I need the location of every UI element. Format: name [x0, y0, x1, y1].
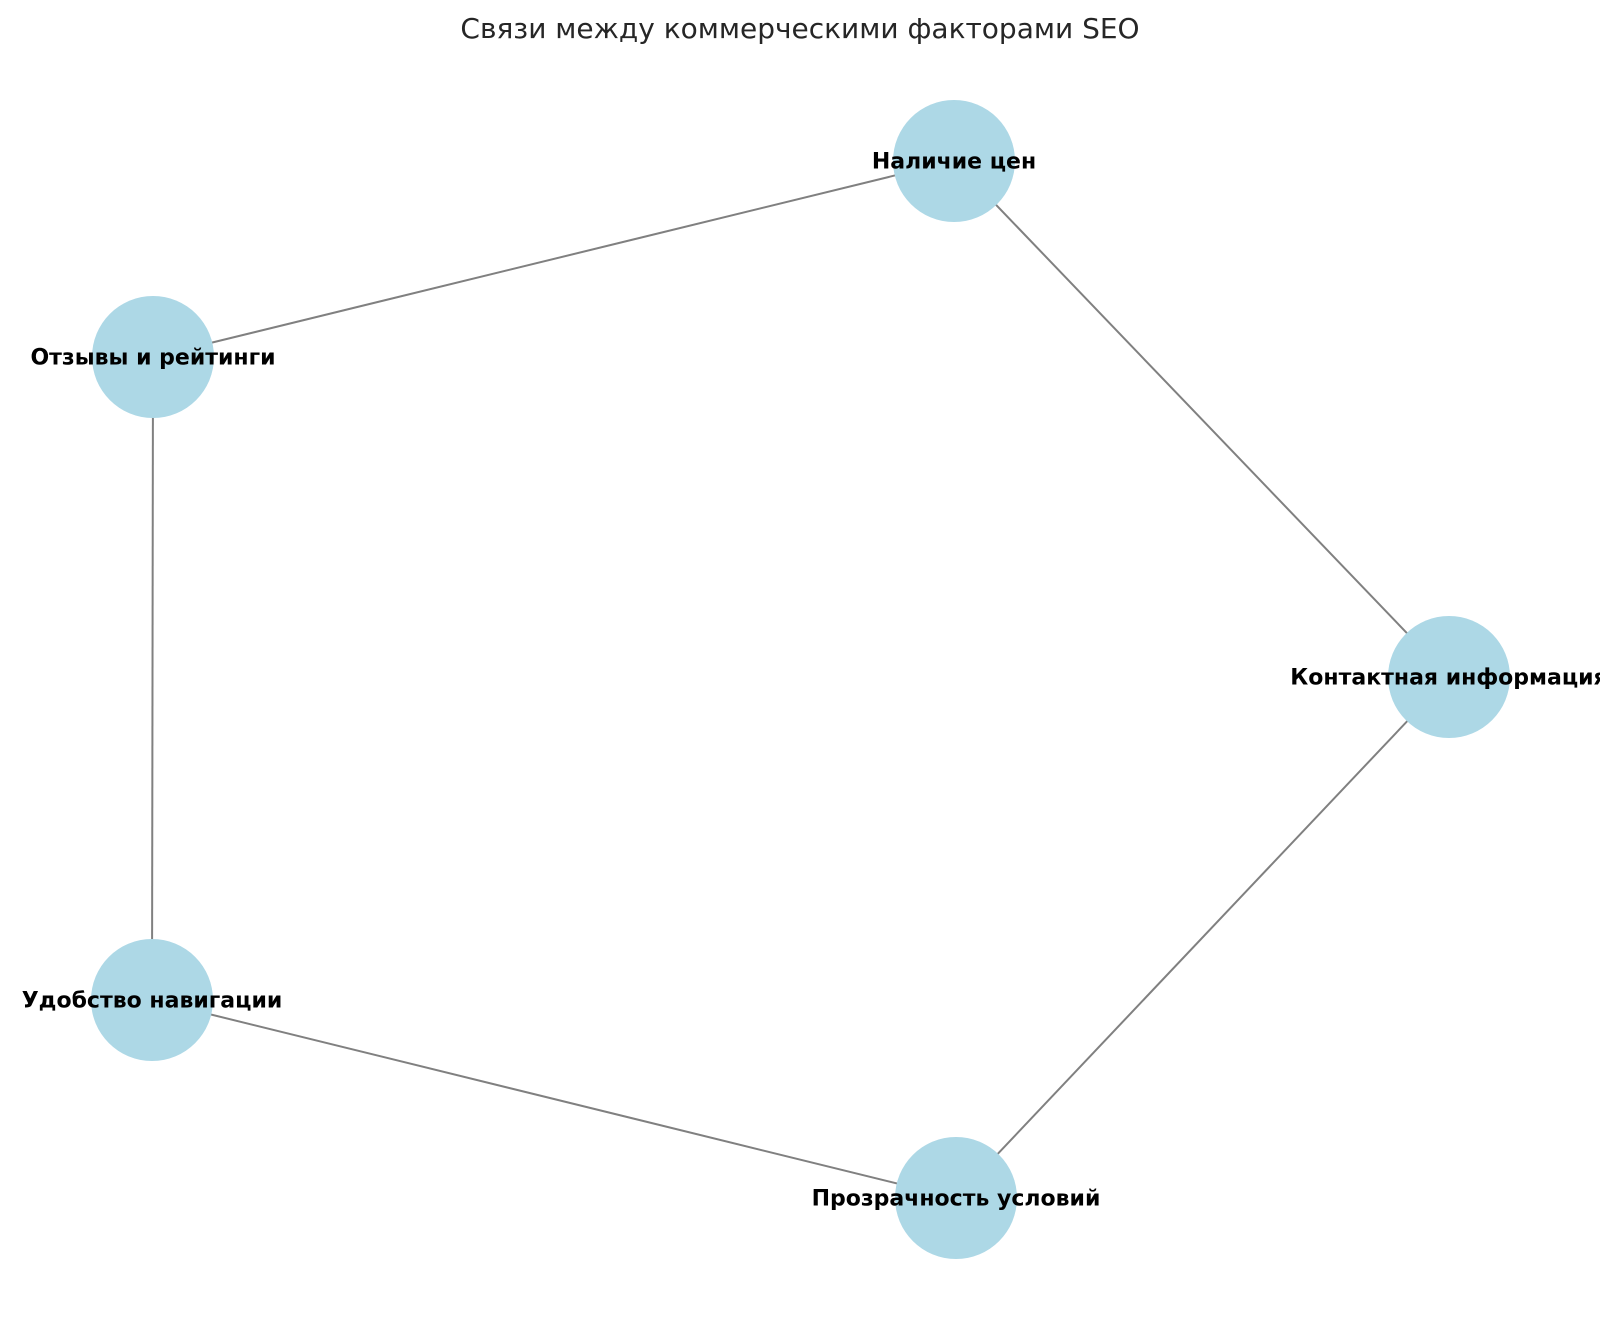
node-contacts: [1388, 616, 1510, 738]
edge-prices-contacts: [953, 160, 1450, 678]
node-navigation: [91, 939, 213, 1061]
edge-transparency-contacts: [955, 676, 1450, 1199]
node-reviews: [92, 296, 214, 418]
node-label-contacts: Контактная информация: [1290, 666, 1600, 691]
figure-title: Связи между коммерческими факторами SEO: [460, 12, 1140, 45]
node-label-navigation: Удобство навигации: [22, 989, 283, 1014]
node-prices: [893, 100, 1015, 222]
node-label-prices: Наличие цен: [872, 150, 1036, 175]
node-transparency: [895, 1137, 1017, 1259]
node-label-transparency: Прозрачность условий: [812, 1187, 1101, 1212]
edge-prices-reviews: [152, 160, 955, 358]
node-label-reviews: Отзывы и рейтинги: [30, 346, 275, 371]
edge-navigation-transparency: [151, 999, 957, 1199]
edge-reviews-navigation: [151, 356, 154, 1001]
